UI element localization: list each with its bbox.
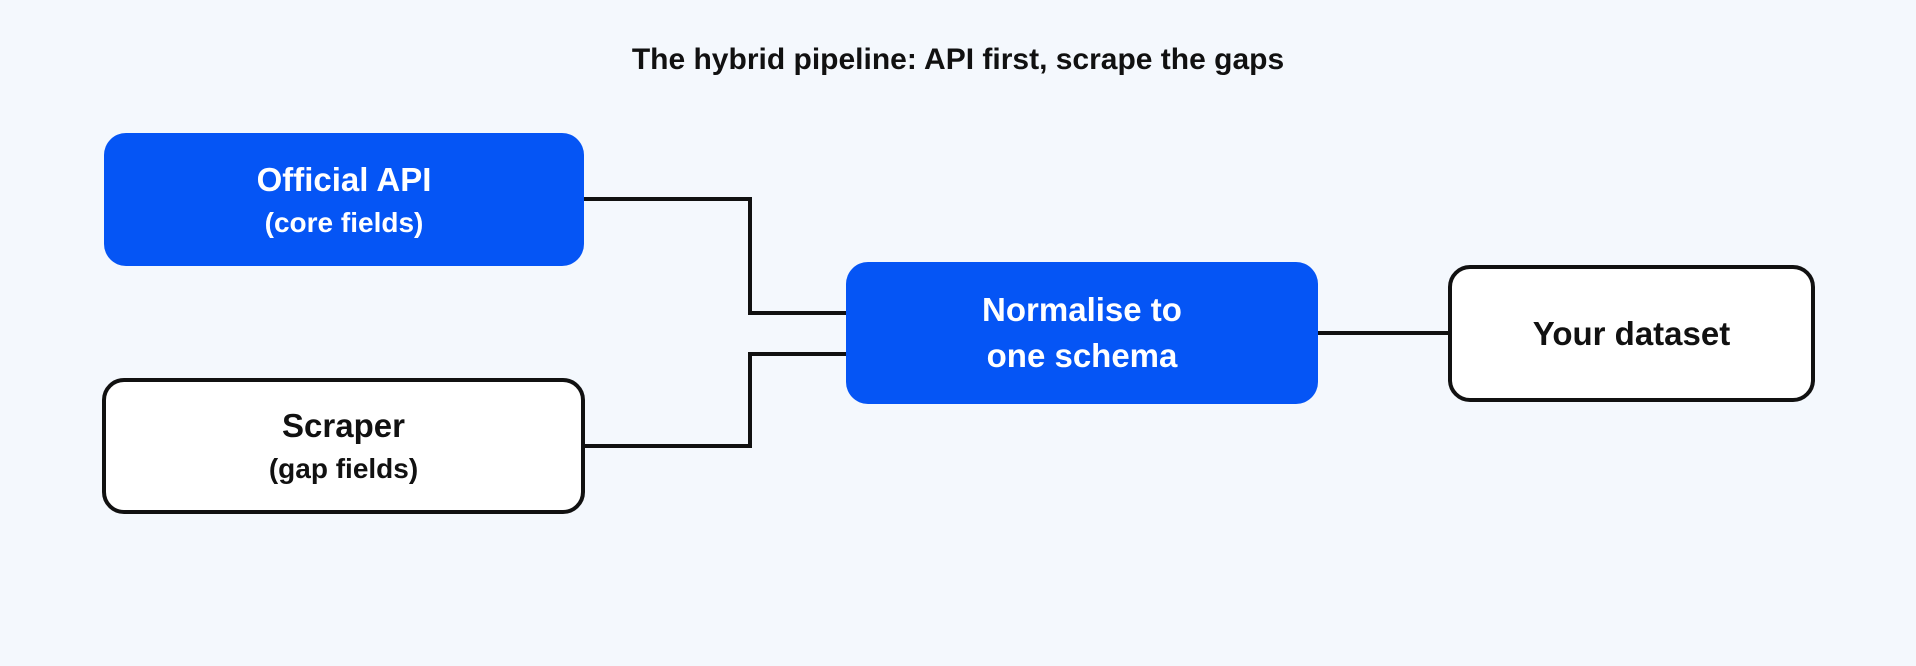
- diagram-title: The hybrid pipeline: API first, scrape t…: [631, 43, 1285, 76]
- node-official-api: Official API (core fields): [104, 133, 584, 266]
- node-official-api-sublabel: (core fields): [264, 206, 424, 238]
- node-normalise-line2: one schema: [986, 337, 1178, 374]
- node-scraper: Scraper (gap fields): [102, 378, 585, 514]
- node-official-api-label: Official API: [256, 160, 432, 198]
- node-normalise-line1: Normalise to: [982, 291, 1182, 328]
- node-your-dataset: Your dataset: [1448, 265, 1815, 402]
- connector-scraper-to-normalise: [585, 352, 846, 448]
- node-scraper-sublabel: (gap fields): [268, 453, 419, 484]
- node-scraper-label: Scraper: [282, 407, 405, 444]
- node-normalise: Normalise to one schema: [846, 262, 1318, 404]
- node-your-dataset-label: Your dataset: [1532, 314, 1731, 352]
- connector-api-to-normalise: [584, 197, 846, 315]
